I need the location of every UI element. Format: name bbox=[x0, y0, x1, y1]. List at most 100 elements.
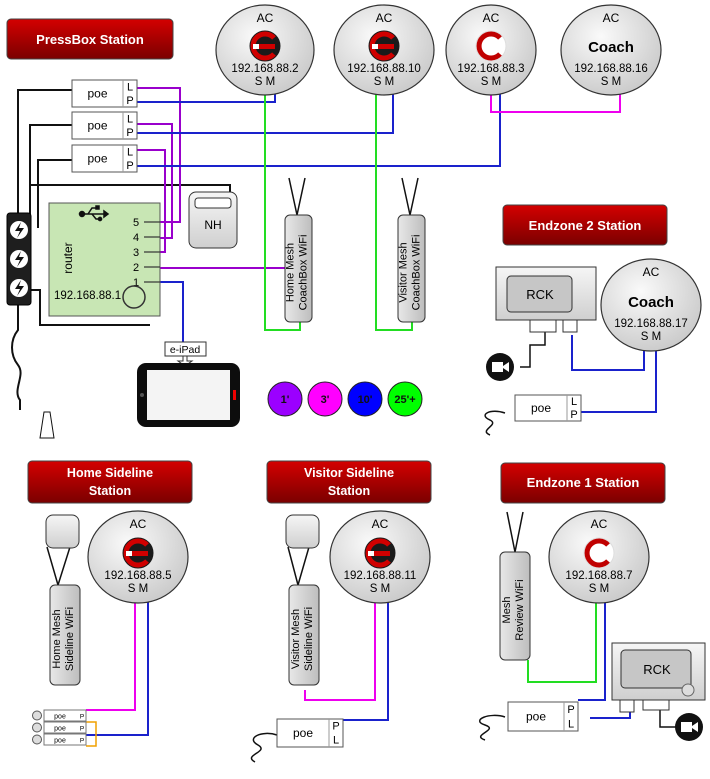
ap-ports: S M bbox=[128, 583, 148, 595]
ap-ip: 192.168.88.2 bbox=[231, 63, 298, 75]
poe-port-l: L bbox=[127, 81, 133, 93]
power-outlet-icon bbox=[10, 279, 28, 297]
ap-ports: S M bbox=[374, 76, 394, 88]
router-port-label: 4 bbox=[133, 232, 139, 244]
station-banner-endzone1: Endzone 1 Station bbox=[500, 462, 666, 504]
legend-item: 1' bbox=[267, 381, 303, 417]
ap-ports: S M bbox=[370, 583, 390, 595]
mesh-label-line2: Review WiFi bbox=[514, 579, 526, 640]
poe-port-p: P bbox=[80, 714, 84, 721]
legend-label: 1' bbox=[281, 394, 290, 406]
legend-item: 10' bbox=[347, 381, 383, 417]
legend-label: 3' bbox=[321, 394, 330, 406]
router-label: router bbox=[61, 242, 75, 273]
coach-logo-icon bbox=[249, 30, 281, 62]
ap-ports: S M bbox=[601, 76, 621, 88]
poe-port-p: P bbox=[126, 127, 133, 139]
ap-type-label: AC bbox=[130, 517, 147, 531]
ap-type-label: AC bbox=[603, 11, 620, 25]
router-port-label: 2 bbox=[133, 262, 139, 274]
ap-type-label: AC bbox=[643, 265, 660, 279]
station-title-line1: Home Sideline bbox=[67, 466, 153, 480]
ap-type-label: AC bbox=[257, 11, 274, 25]
ap-type-label: AC bbox=[483, 11, 500, 25]
coach-logo-icon bbox=[364, 537, 396, 569]
poe-port-p: P bbox=[332, 721, 339, 733]
poe-port-l: L bbox=[568, 719, 574, 731]
station-banner-visitor-sideline: Visitor Sideline Station bbox=[266, 460, 432, 504]
mesh-label-line1: Mesh bbox=[501, 597, 513, 624]
poe-label: poe bbox=[531, 401, 551, 415]
poe-injector-small: poe P bbox=[32, 733, 87, 746]
station-banner-endzone2: Endzone 2 Station bbox=[502, 204, 668, 246]
coach-logo-icon bbox=[122, 537, 154, 569]
poe-label: poe bbox=[526, 710, 546, 724]
orange-cable bbox=[86, 721, 97, 747]
rck-label: RCK bbox=[643, 662, 671, 677]
ap-type-label: AC bbox=[376, 11, 393, 25]
mesh-label-line2: CoachBox WiFi bbox=[298, 235, 310, 311]
router-port-label: 3 bbox=[133, 247, 139, 259]
ap-ip: 192.168.88.11 bbox=[344, 570, 417, 582]
poe-port-l: L bbox=[333, 735, 339, 747]
nh-label: NH bbox=[204, 218, 221, 232]
ap-type-label: AC bbox=[591, 517, 608, 531]
router-ip: 192.168.88.1 bbox=[54, 290, 121, 302]
rck-device-endzone1: RCK bbox=[611, 642, 706, 741]
cables bbox=[11, 87, 690, 763]
poe-port-l: L bbox=[127, 113, 133, 125]
coach-logo-icon bbox=[368, 30, 400, 62]
mesh-label-line2: CoachBox WiFi bbox=[411, 235, 423, 311]
mesh-label-line2: Sideline WiFi bbox=[64, 607, 76, 671]
poe-label: poe bbox=[54, 738, 66, 745]
poe-label: poe bbox=[54, 714, 66, 721]
poe-label: poe bbox=[87, 119, 107, 133]
poe-port-p: P bbox=[567, 704, 574, 716]
router-power-port bbox=[122, 285, 146, 309]
ap-ip: 192.168.88.7 bbox=[565, 570, 632, 582]
poe-port-p: P bbox=[80, 738, 84, 745]
ipad-label: e-iPad bbox=[170, 344, 201, 356]
power-outlet-icon bbox=[10, 250, 28, 268]
rck-label: RCK bbox=[526, 287, 554, 302]
station-title-line2: Station bbox=[328, 484, 370, 498]
poe-port-p: P bbox=[570, 409, 577, 421]
power-outlet-icon bbox=[10, 221, 28, 239]
station-title: Endzone 2 Station bbox=[529, 218, 642, 233]
poe-injector: poe PL bbox=[507, 701, 579, 732]
router-port-label: 5 bbox=[133, 217, 139, 229]
ap-ports: S M bbox=[481, 76, 501, 88]
ap-title: Coach bbox=[588, 39, 634, 56]
blue-cables bbox=[86, 93, 657, 736]
coach-logo-icon bbox=[475, 30, 507, 62]
usb-icon bbox=[78, 205, 110, 222]
station-banner-home-sideline: Home Sideline Station bbox=[27, 460, 193, 504]
station-banner-pressbox: PressBox Station bbox=[6, 18, 174, 60]
poe-injector: poe LP bbox=[71, 111, 138, 140]
ap-ip: 192.168.88.10 bbox=[347, 63, 421, 75]
station-title: PressBox Station bbox=[36, 32, 144, 47]
sideline-power-block bbox=[45, 514, 80, 549]
poe-label: poe bbox=[293, 726, 313, 740]
power-strip bbox=[6, 212, 32, 306]
ap-ports: S M bbox=[255, 76, 275, 88]
poe-label: poe bbox=[87, 152, 107, 166]
poe-port-l: L bbox=[571, 396, 577, 408]
cable-length-legend: 1'3'10'25'+ bbox=[267, 381, 423, 417]
ipad-device: e-iPad bbox=[137, 341, 240, 427]
access-point: AC 192.168.88.2S M bbox=[215, 4, 315, 96]
access-point: AC 192.168.88.10S M bbox=[333, 4, 435, 96]
poe-port-p: P bbox=[126, 160, 133, 172]
poe-injector-small: poe P bbox=[32, 709, 87, 722]
